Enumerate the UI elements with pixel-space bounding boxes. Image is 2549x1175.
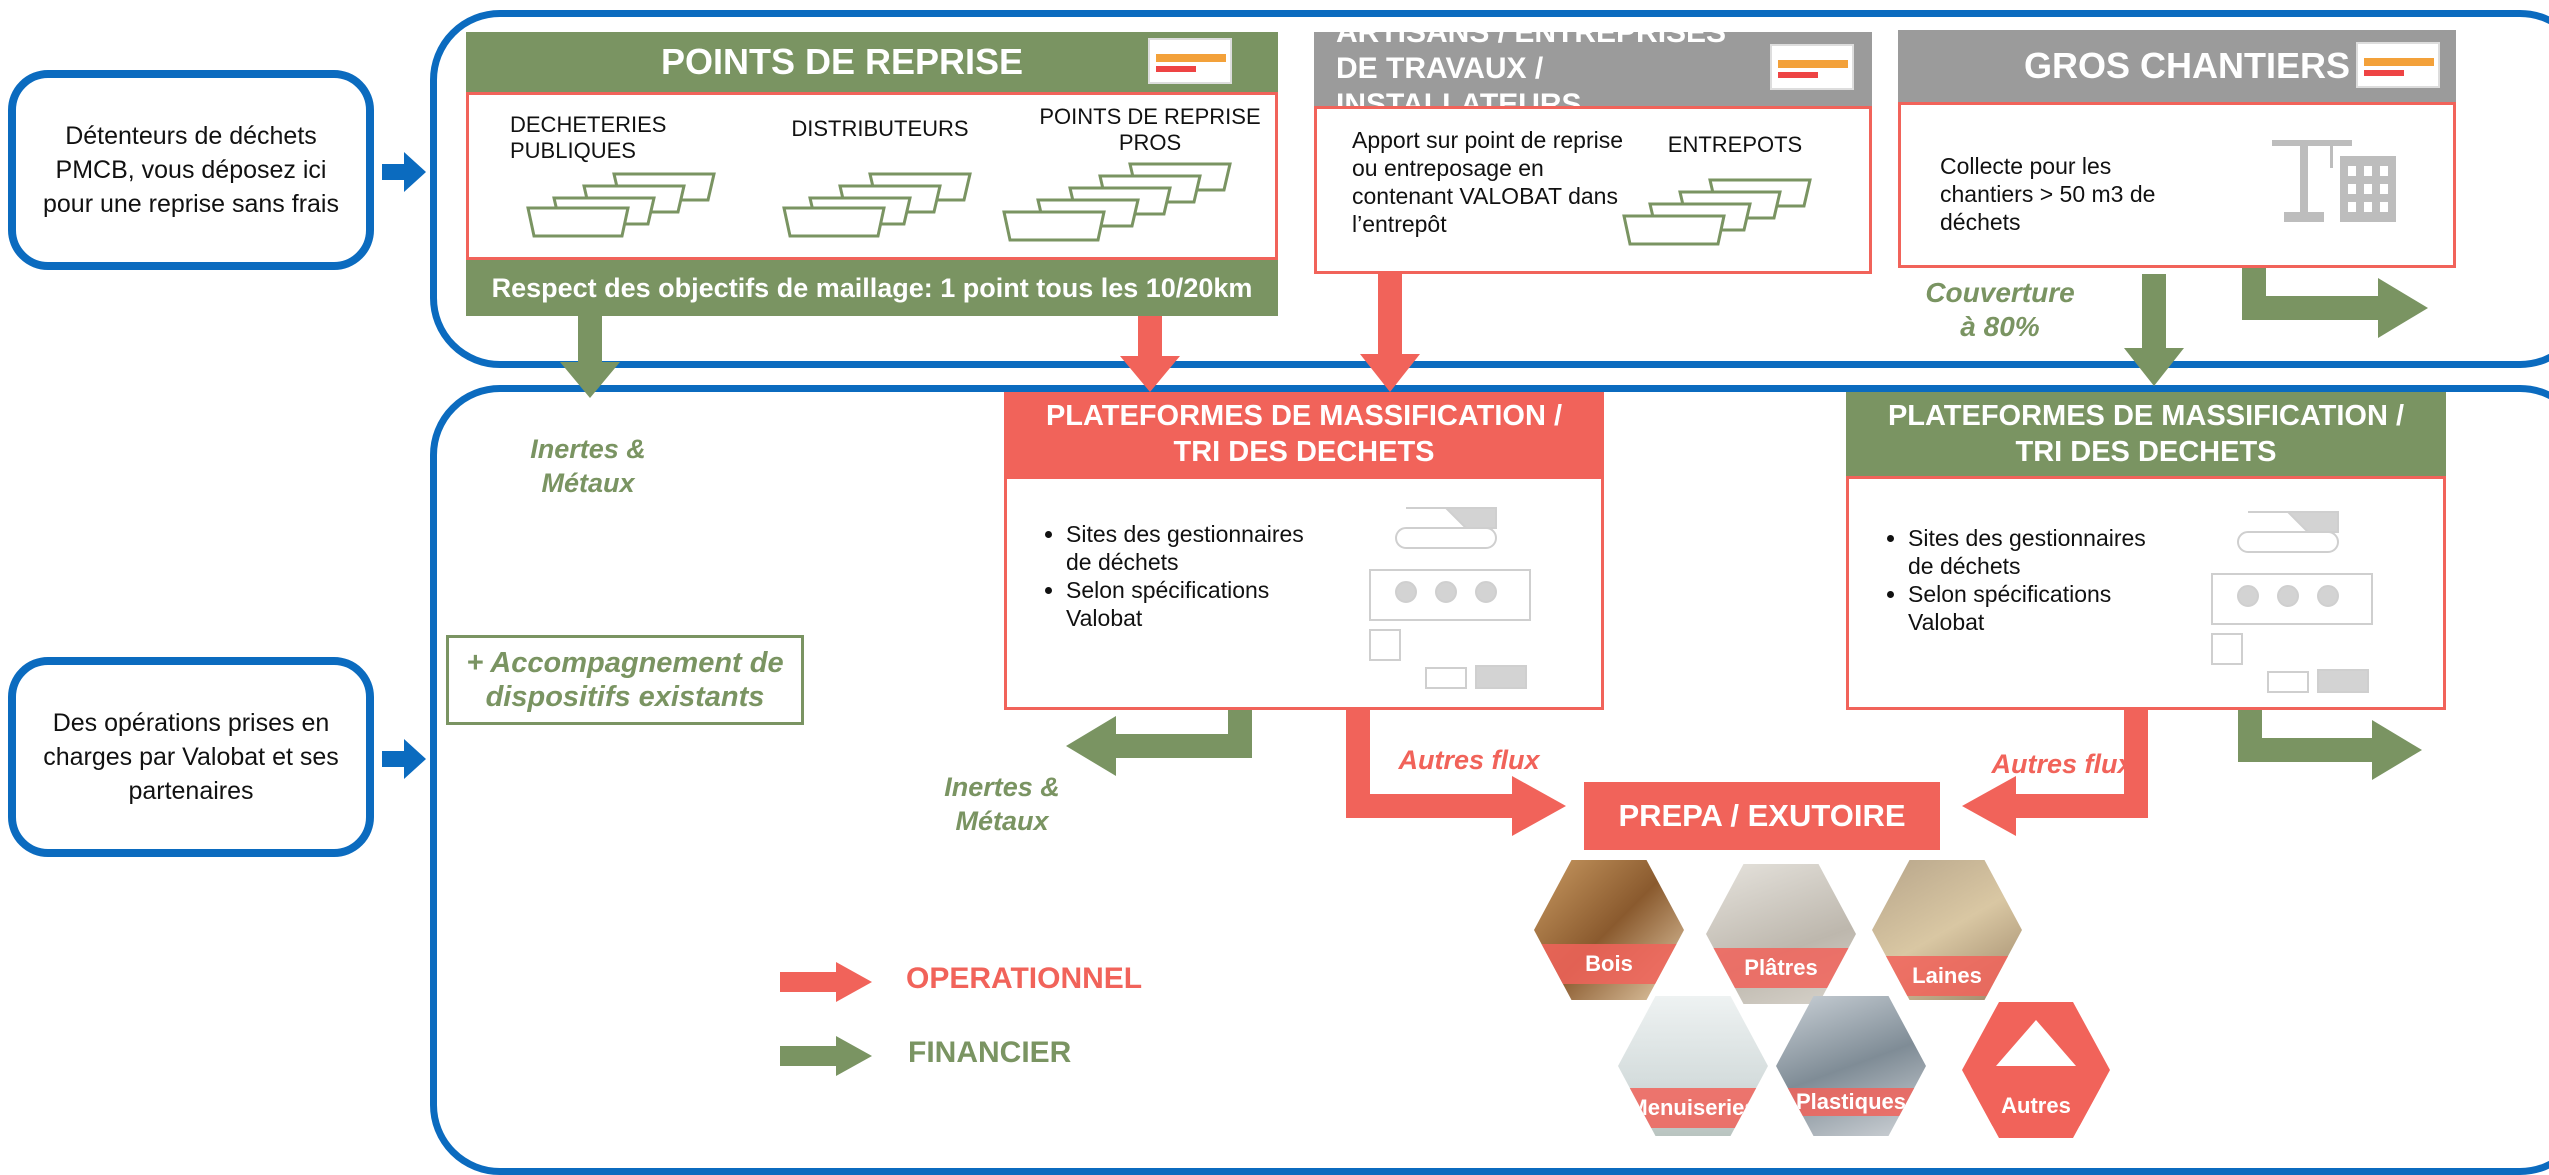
legend-green-arrow [780, 1036, 872, 1076]
blue-arrow-bottom [382, 739, 426, 779]
points-reprise-header: POINTS DE REPRISE [466, 32, 1278, 92]
green-down-arrow [2124, 274, 2184, 386]
up-arrow-icon [1996, 1020, 2076, 1066]
legend-operationnel: OPERATIONNEL [906, 962, 1143, 995]
green-left-arrow [1066, 710, 1252, 776]
accompagnement-box: + Accompagnement de dispositifs existant… [446, 635, 804, 725]
sorting-facility-icon [2211, 511, 2373, 693]
plateforme-right-title: PLATEFORMES DE MASSIFICATION / TRI DES D… [1887, 400, 2405, 468]
label-distributeurs: DISTRIBUTEURS [791, 116, 969, 141]
plateforme-right-bullets: Sites des gestionnaires de déchets Selon… [1874, 524, 2174, 636]
skip-containers-icon [1002, 162, 1232, 242]
green-right-arrow [2242, 268, 2428, 338]
gros-chantiers-text: Collecte pour les chantiers > 50 m3 de d… [1940, 153, 2156, 235]
prepa-exutoire-box: PREPA / EXUTOIRE [1584, 782, 1940, 850]
points-reprise-footer: Respect des objectifs de maillage: 1 poi… [466, 260, 1278, 316]
label-points-pros: POINTS DE REPRISE PROS [1039, 104, 1261, 155]
skip-containers-icon [782, 172, 972, 238]
red-down-arrow [1120, 316, 1180, 392]
legend-red-arrow [780, 962, 872, 1002]
autres-flux-left: Autres flux [1398, 745, 1540, 775]
plateforme-left-bullets: Sites des gestionnaires de déchets Selon… [1032, 520, 1332, 632]
sorting-facility-icon [1369, 507, 1531, 689]
artisans-text: Apport sur point de reprise ou entreposa… [1352, 127, 1624, 237]
frame-collection [430, 10, 2549, 368]
plateforme-left-title: PLATEFORMES DE MASSIFICATION / TRI DES D… [1045, 400, 1563, 468]
side-box-operations-text: Des opérations prises en charges par Val… [43, 709, 339, 805]
label-decheteries: DECHETERIES PUBLIQUES [510, 112, 667, 163]
plateforme-right-header: PLATEFORMES DE MASSIFICATION / TRI DES D… [1846, 392, 2446, 476]
bullet-item: Sites des gestionnaires de déchets [1066, 520, 1332, 576]
side-box-operations: Des opérations prises en charges par Val… [8, 657, 374, 857]
skip-containers-icon [526, 172, 716, 238]
hex-label-plastiques: Plastiques [1776, 1088, 1926, 1116]
bullet-item: Sites des gestionnaires de déchets [1908, 524, 2174, 580]
plateforme-left-header: PLATEFORMES DE MASSIFICATION / TRI DES D… [1004, 392, 1604, 476]
green-right-arrow [2238, 710, 2422, 780]
blue-arrow-top [382, 152, 426, 192]
inertes-label-top: Inertes & Métaux [530, 434, 646, 498]
crane-building-icon [2272, 140, 2396, 222]
coverage-label: Couverture à 80% [1925, 277, 2075, 342]
red-down-arrow [1360, 274, 1420, 392]
red-left-arrow [1962, 710, 2148, 836]
points-reprise-footer-text: Respect des objectifs de maillage: 1 poi… [491, 272, 1253, 303]
skip-containers-icon [1622, 178, 1812, 246]
green-down-arrow [560, 316, 620, 398]
form-thumbnail-icon [1770, 44, 1854, 90]
accompagnement-text: + Accompagnement de dispositifs existant… [466, 647, 784, 713]
inertes-label-mid: Inertes & Métaux [944, 772, 1060, 836]
red-right-arrow [1346, 710, 1566, 836]
artisans-panel [1314, 106, 1872, 274]
side-box-holders-text: Détenteurs de déchets PMCB, vous déposez… [43, 122, 339, 218]
gros-chantiers-title: GROS CHANTIERS [2023, 45, 2351, 86]
bullet-item: Selon spécifications Valobat [1908, 580, 2174, 636]
label-entrepots: ENTREPOTS [1667, 132, 1803, 157]
prepa-exutoire-title: PREPA / EXUTOIRE [1618, 798, 1906, 833]
points-reprise-title: POINTS DE REPRISE [660, 41, 1024, 82]
hex-label-bois: Bois [1534, 944, 1684, 984]
form-thumbnail-icon [1148, 38, 1232, 84]
bullet-item: Selon spécifications Valobat [1066, 576, 1332, 632]
form-thumbnail-icon [2356, 42, 2440, 88]
side-box-holders: Détenteurs de déchets PMCB, vous déposez… [8, 70, 374, 270]
legend-financier: FINANCIER [908, 1036, 1072, 1069]
autres-flux-right: Autres flux [1991, 749, 2133, 779]
